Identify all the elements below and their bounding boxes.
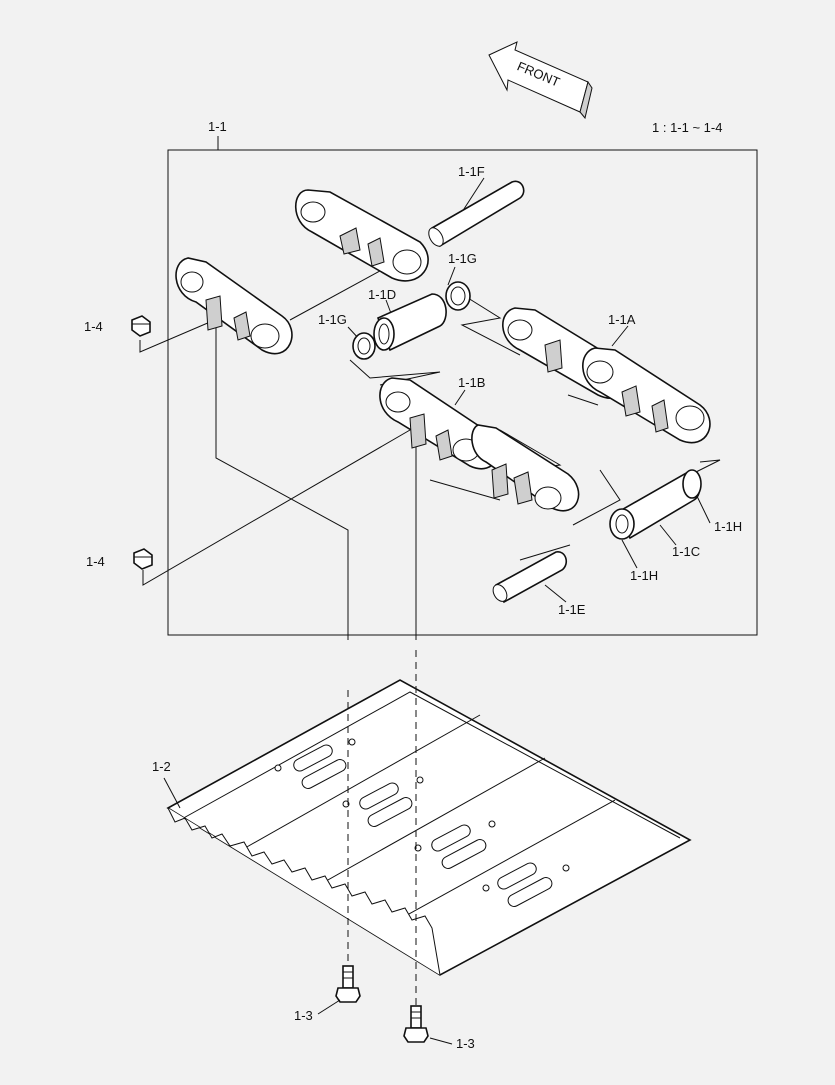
callout-1-2: 1-2 — [152, 759, 171, 774]
bushing-d — [373, 293, 447, 352]
callout-1-4-top: 1-4 — [84, 319, 103, 334]
link-a — [502, 307, 711, 444]
assembly-frame — [167, 149, 758, 636]
bolt-right-icon — [403, 1005, 429, 1043]
nut-bottom-icon — [133, 548, 153, 570]
link-left — [175, 257, 293, 355]
callout-1-3-right: 1-3 — [456, 1036, 475, 1051]
callout-1-1h-right: 1-1H — [714, 519, 742, 534]
shoe-holes — [274, 738, 570, 907]
callout-1-1g-left: 1-1G — [318, 312, 347, 327]
callout-1-1d: 1-1D — [368, 287, 396, 302]
leader-lines — [139, 177, 721, 640]
seal-g-top — [445, 281, 471, 311]
link-upper — [295, 189, 429, 282]
callout-1-1g-top: 1-1G — [448, 251, 477, 266]
callout-1-1a: 1-1A — [608, 312, 636, 327]
front-arrow: FRONT — [488, 41, 593, 120]
callout-1-1f: 1-1F — [458, 164, 485, 179]
callout-1-1c: 1-1C — [672, 544, 700, 559]
link-b — [379, 377, 580, 512]
seal-g-left — [352, 332, 376, 360]
track-shoe — [166, 679, 692, 976]
range-note: 1 : 1-1 ~ 1-4 — [652, 120, 722, 135]
callout-1-1b: 1-1B — [458, 375, 485, 390]
nut-top-icon — [131, 315, 151, 337]
callout-1-4-bottom: 1-4 — [86, 554, 105, 569]
pin-e — [492, 551, 568, 604]
callout-1-1h-bottom: 1-1H — [630, 568, 658, 583]
callout-1-3-left: 1-3 — [294, 1008, 313, 1023]
callout-1-1e: 1-1E — [558, 602, 586, 617]
pin-f — [428, 180, 525, 248]
pin-c — [609, 469, 702, 540]
callout-1-1: 1-1 — [208, 119, 227, 134]
bolt-left-icon — [335, 965, 361, 1003]
